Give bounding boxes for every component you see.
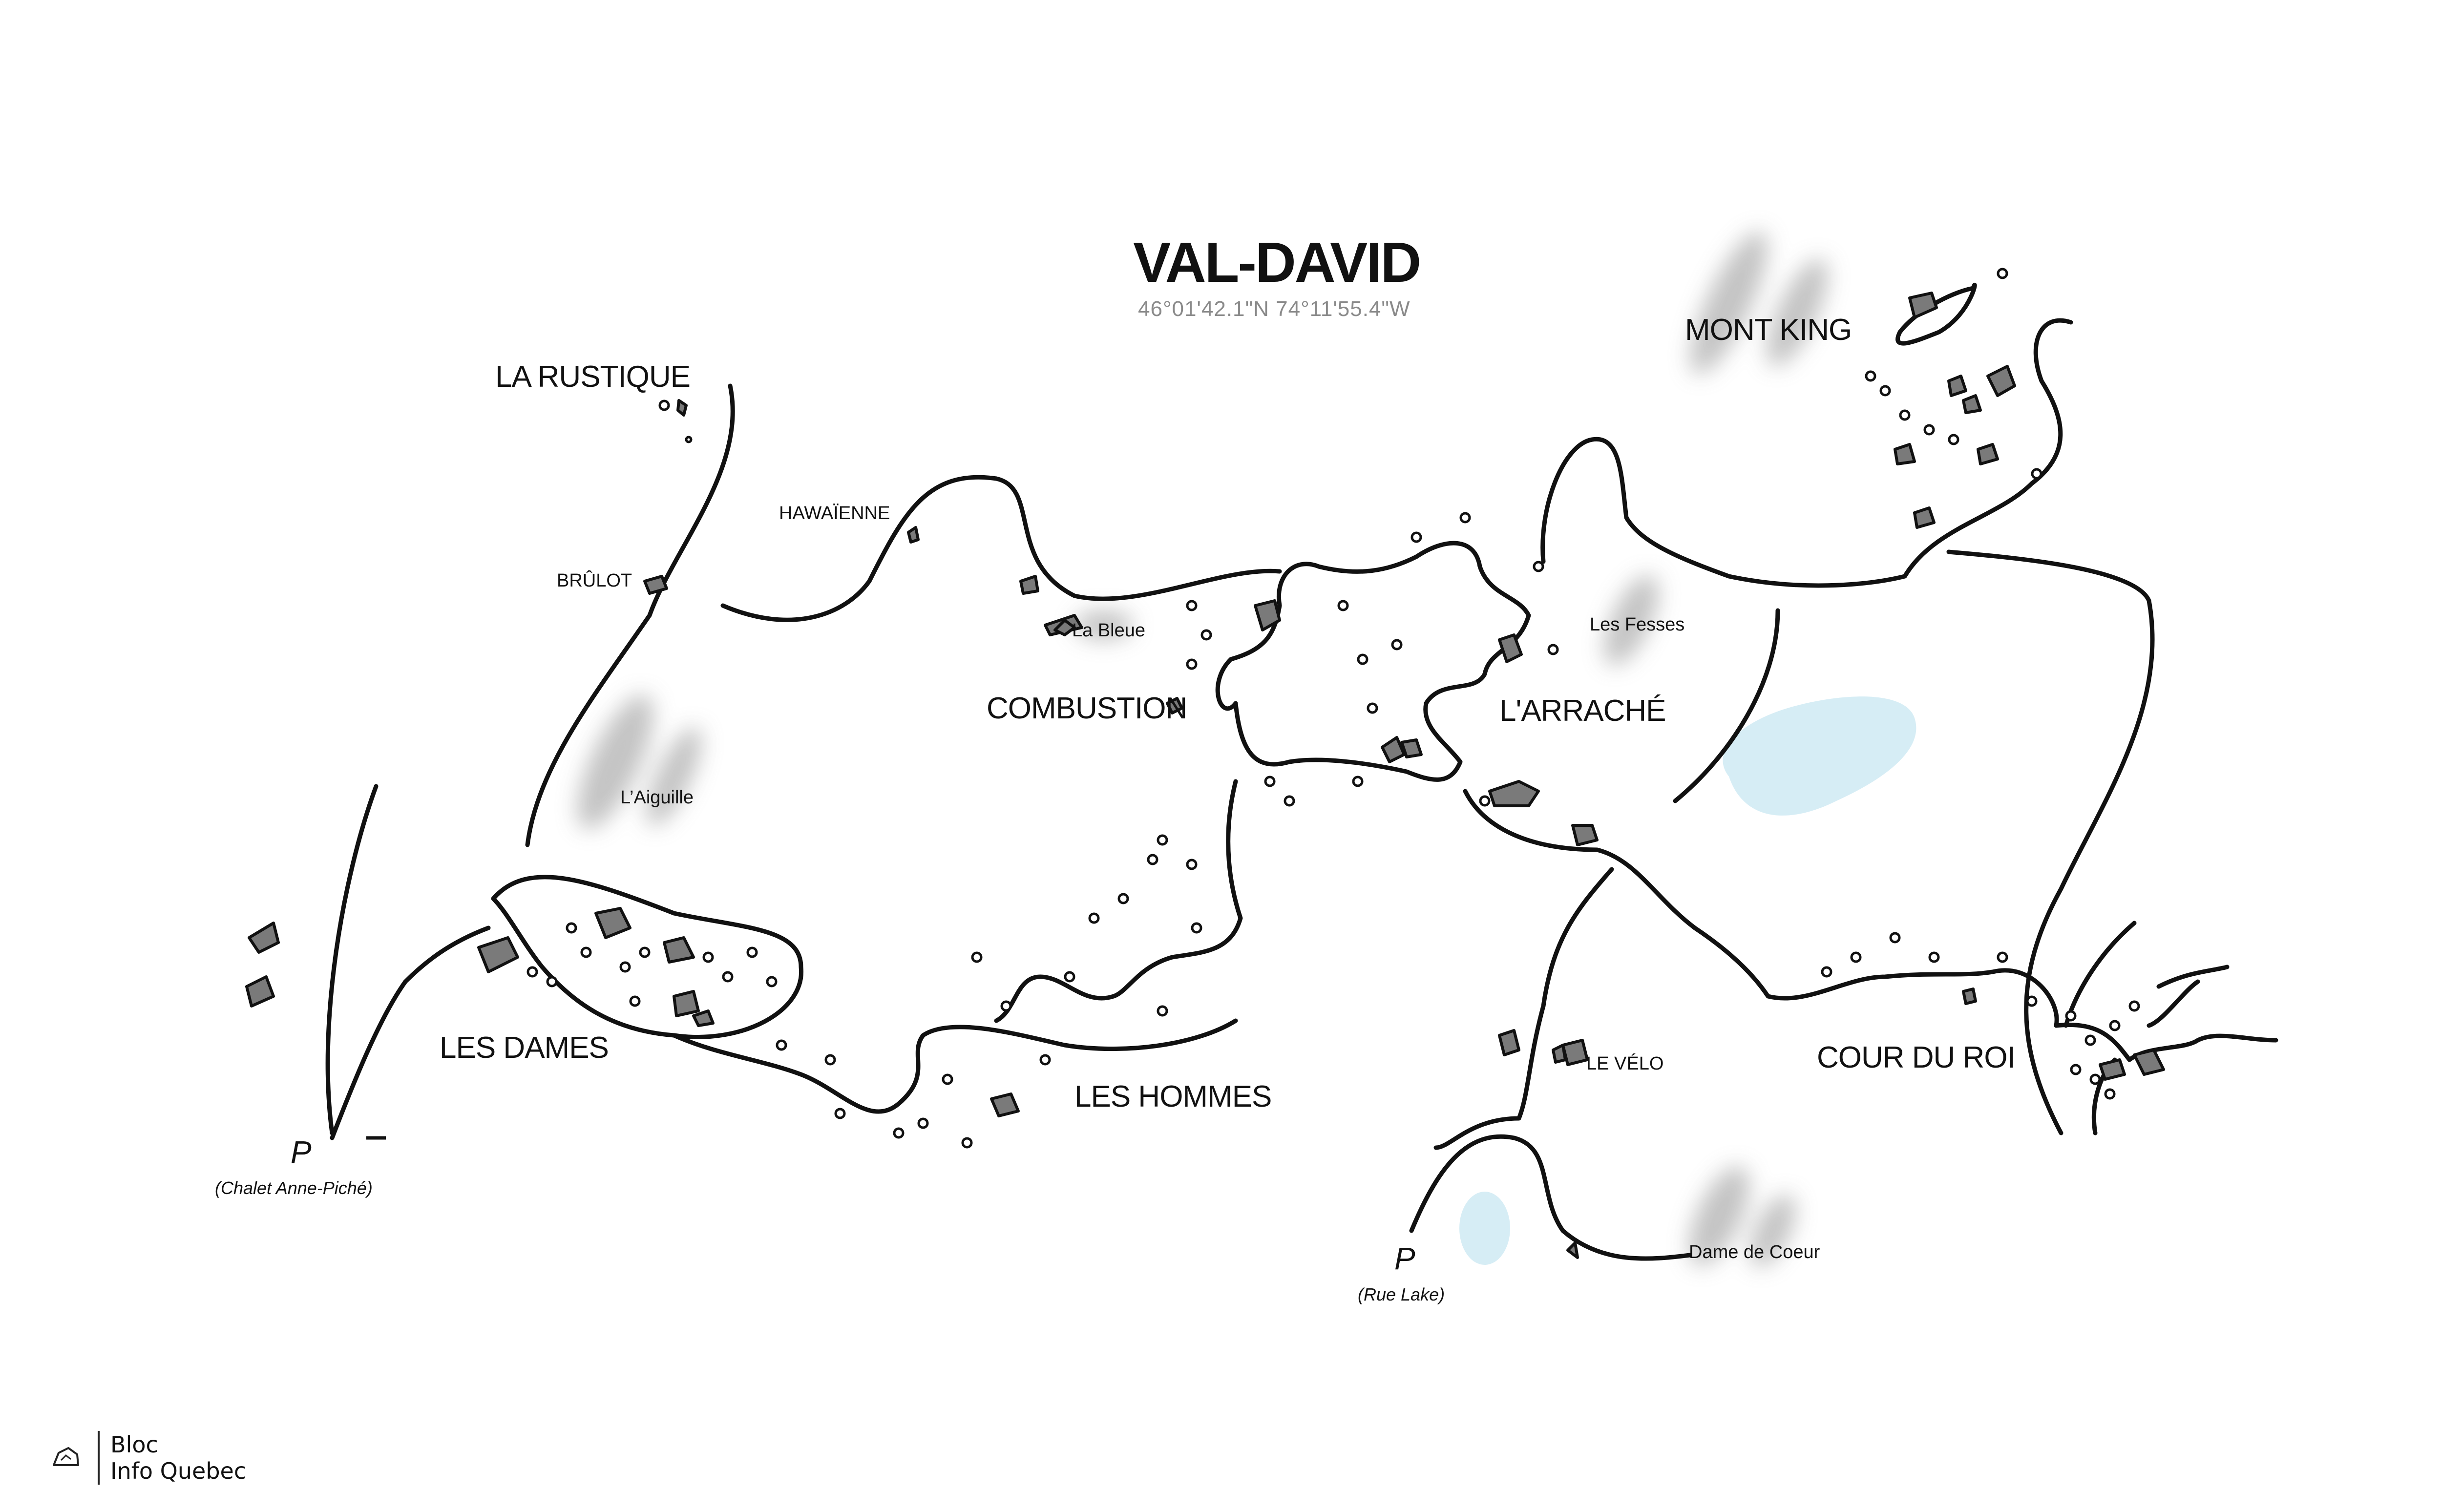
brand-line-2: Info Quebec xyxy=(110,1458,247,1484)
boulder-logo-icon xyxy=(53,1447,79,1466)
map-coordinates: 46°01'42.1"N 74°11'55.4"W xyxy=(1138,297,1410,321)
parking-rue-lake[interactable]: (Rue Lake) xyxy=(1358,1284,1445,1304)
spot-brulot[interactable]: BRÛLOT xyxy=(557,570,632,591)
sector-cour-du-roi[interactable]: COUR DU ROI xyxy=(1817,1041,2016,1074)
lakes xyxy=(1459,696,1916,1265)
spot-hawaienne[interactable]: HAWAÏENNE xyxy=(779,503,890,524)
logo-divider xyxy=(98,1431,100,1485)
parking-icon: P xyxy=(291,1134,312,1170)
sector-la-rustique[interactable]: LA RUSTIQUE xyxy=(495,360,691,394)
sector-mont-king[interactable]: MONT KING xyxy=(1685,313,1852,347)
sector-combustion[interactable]: COMBUSTION xyxy=(987,692,1187,725)
sector-les-hommes[interactable]: LES HOMMES xyxy=(1074,1080,1272,1113)
spot-la-bleue[interactable]: La Bleue xyxy=(1072,620,1146,641)
cliff-shadows xyxy=(577,231,1828,1267)
map-title: VAL-DAVID xyxy=(1133,231,1421,294)
boulders xyxy=(245,292,2165,1259)
spot-aiguille[interactable]: L’Aiguille xyxy=(620,787,694,808)
sector-arrache[interactable]: L'ARRACHÉ xyxy=(1499,694,1666,728)
spot-le-velo[interactable]: LE VÉLO xyxy=(1586,1053,1664,1074)
lake-small xyxy=(1459,1192,1510,1265)
brand-name: Bloc Info Quebec xyxy=(110,1431,246,1484)
brand-line-1: Bloc xyxy=(110,1431,158,1458)
lake-large xyxy=(1723,696,1916,816)
brand-logo[interactable]: Bloc Info Quebec xyxy=(49,1431,246,1485)
parking-icon: P xyxy=(1394,1241,1415,1276)
rock-dots xyxy=(526,268,2140,1149)
spot-dame-de-coeur[interactable]: Dame de Coeur xyxy=(1689,1242,1820,1262)
parking-chalet-anne-piche[interactable]: (Chalet Anne-Piché) xyxy=(215,1178,373,1198)
spot-les-fesses[interactable]: Les Fesses xyxy=(1590,614,1685,635)
sector-les-dames[interactable]: LES DAMES xyxy=(440,1031,609,1065)
trails xyxy=(325,282,2278,1261)
